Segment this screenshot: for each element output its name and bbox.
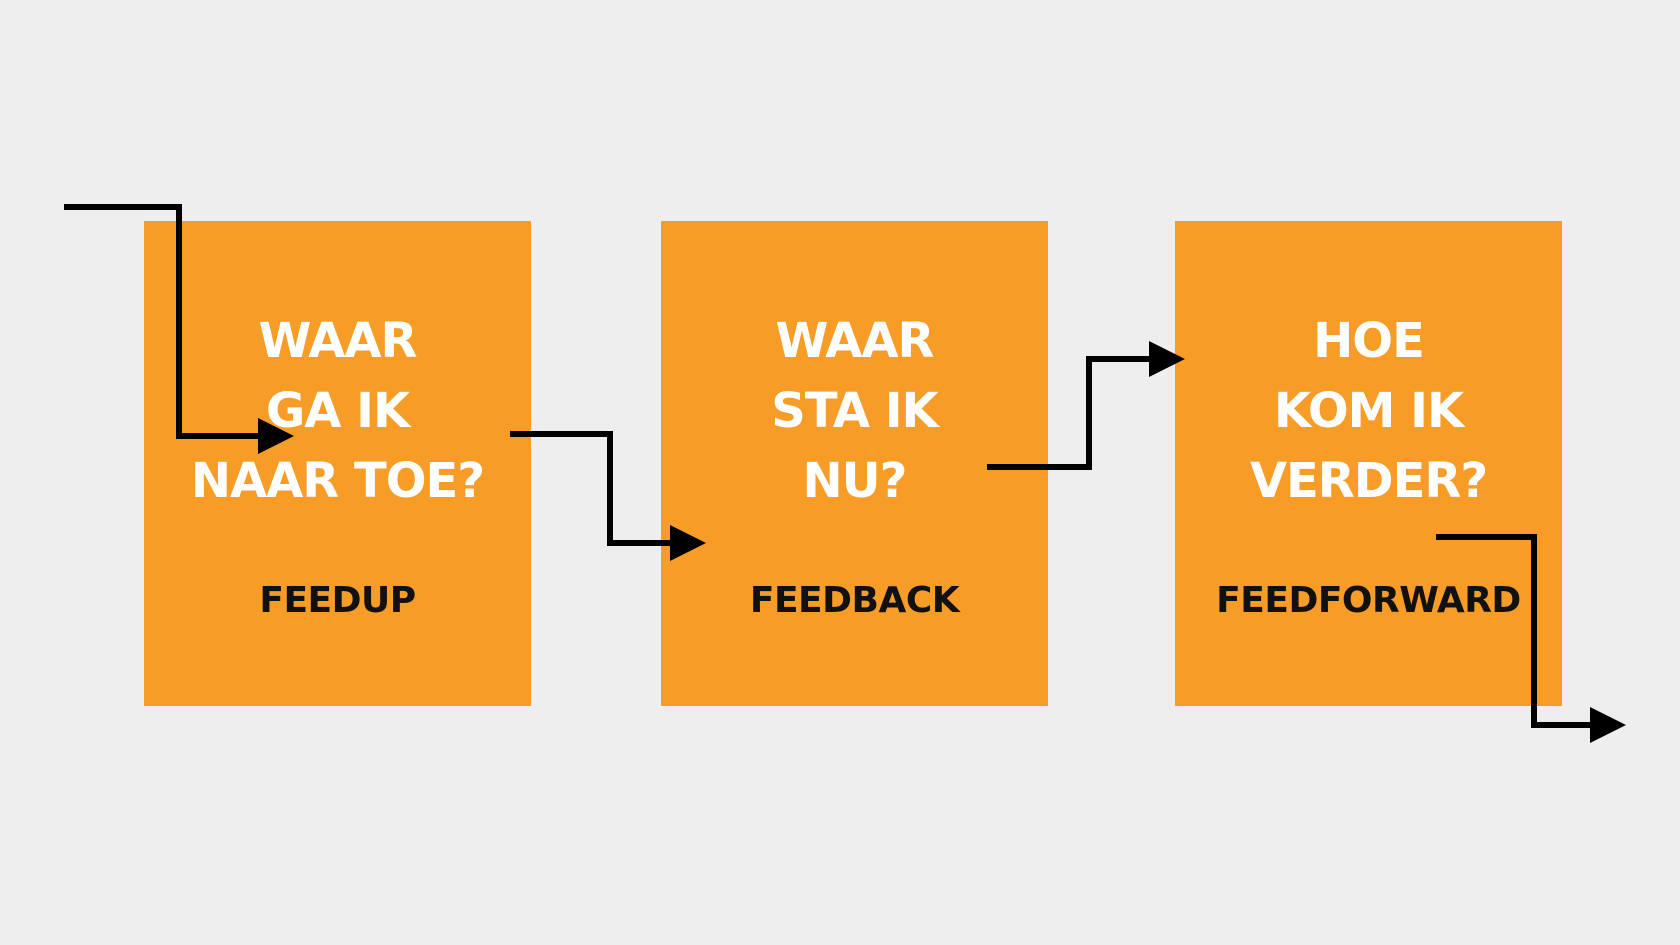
feedup-question: WAAR GA IK NAAR TOE?: [144, 306, 531, 516]
question-line: HOE: [1313, 313, 1425, 369]
feedforward-label: FEEDFORWARD: [1216, 580, 1521, 621]
question-line: WAAR: [775, 313, 934, 369]
question-line: WAAR: [258, 313, 417, 369]
question-line: NU?: [802, 453, 908, 509]
feedforward-box: HOE KOM IK VERDER? FEEDFORWARD: [1175, 221, 1562, 706]
question-line: VERDER?: [1249, 453, 1488, 509]
feedback-question: WAAR STA IK NU?: [661, 306, 1048, 516]
feedup-label: FEEDUP: [259, 580, 416, 621]
feedback-label: FEEDBACK: [749, 580, 960, 621]
feedback-box: WAAR STA IK NU? FEEDBACK: [661, 221, 1048, 706]
feedforward-question: HOE KOM IK VERDER?: [1175, 306, 1562, 516]
feedup-box: WAAR GA IK NAAR TOE? FEEDUP: [144, 221, 531, 706]
question-line: STA IK: [771, 383, 939, 439]
question-line: GA IK: [265, 383, 410, 439]
question-line: KOM IK: [1273, 383, 1464, 439]
question-line: NAAR TOE?: [190, 453, 485, 509]
